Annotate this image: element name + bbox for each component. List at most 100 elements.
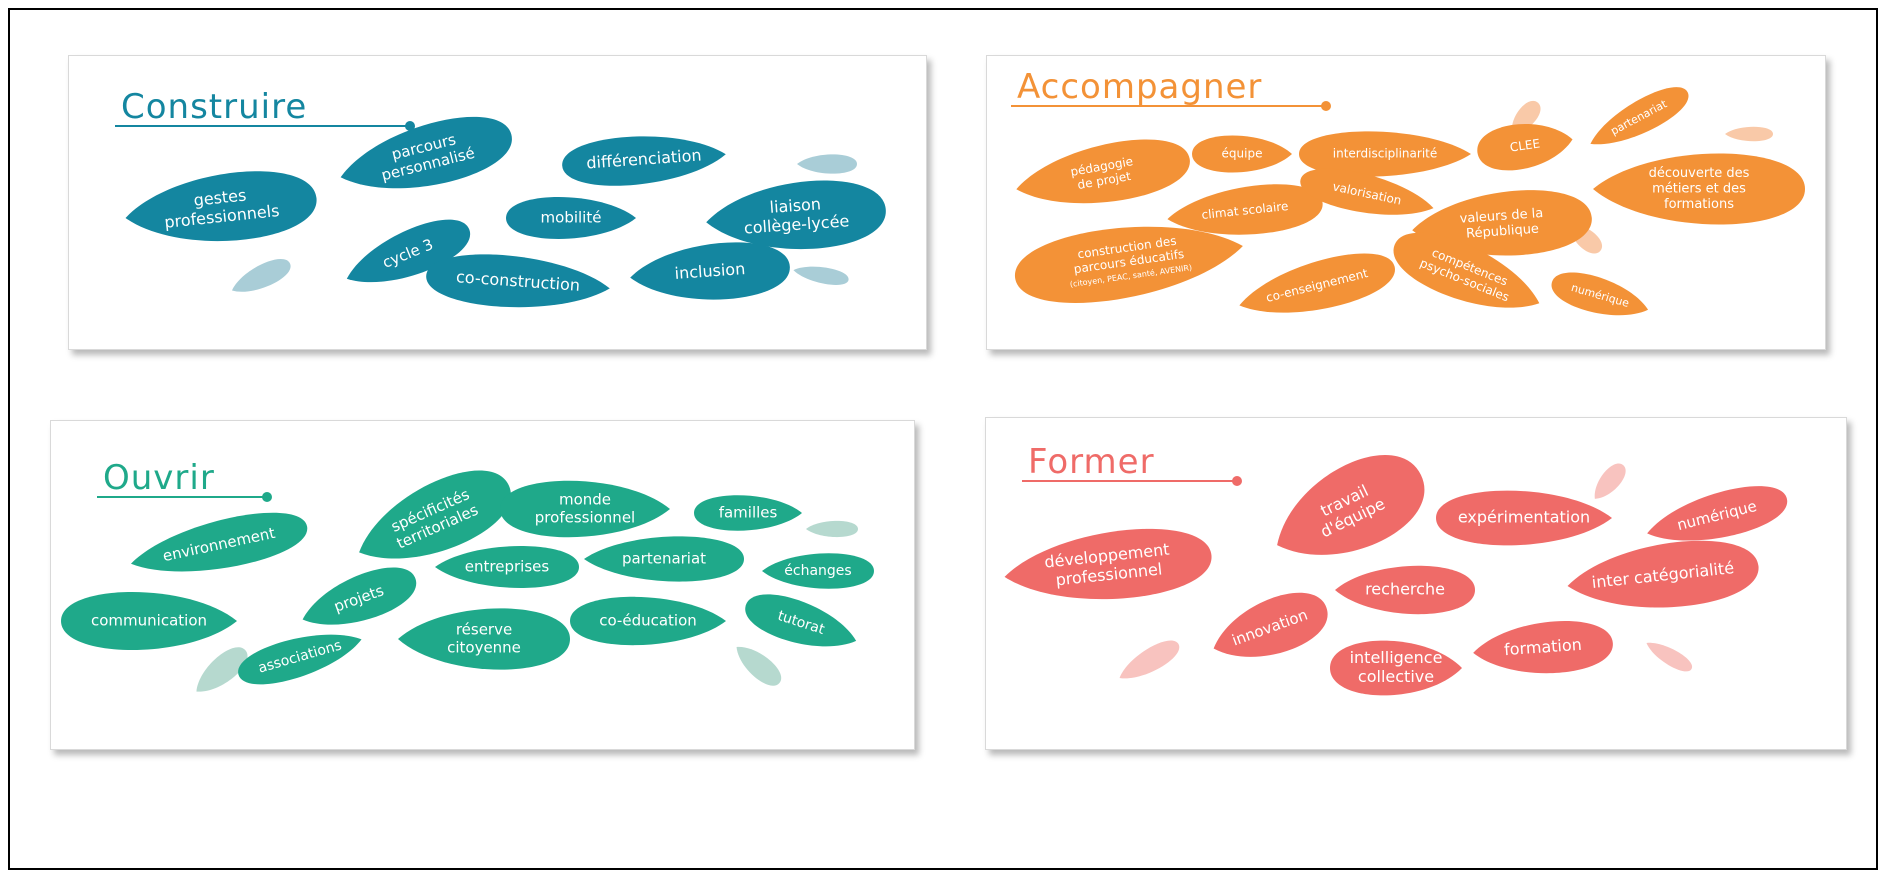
leaf-shape [1015,226,1243,303]
leaf-label: entreprises [465,558,550,576]
decorative-drop [196,647,248,692]
title-dot [405,121,415,131]
leaf-shape [346,219,471,283]
leaf-label: co-éducation [599,612,697,630]
decorative-drop [793,266,849,285]
leaf-shape [340,116,512,189]
title-dot [262,492,272,502]
leaf-shape [359,470,511,559]
leaf-shape [1412,190,1592,256]
leaf-clee: CLEE [1477,124,1573,171]
leaf-numerique: numérique [1551,272,1649,316]
leaf-shape [1647,486,1787,541]
leaf-shape [1213,592,1328,657]
leaf-shape [302,567,417,625]
leaf-partenariat: partenariat [584,536,744,582]
decorative-drop [806,520,858,538]
leaf-shape [1299,131,1471,177]
leaf-shape [694,495,802,531]
leaf-shape [584,536,744,582]
leaf-label: partenariat [622,550,706,568]
leaf-shape [1436,490,1612,546]
leaf-shape [1473,620,1613,674]
panel-graphic: Formerdéveloppementprofessionneltravaild… [1004,442,1787,696]
leaf-familles: familles [694,495,802,531]
leaf-entreprises: entreprises [435,546,579,588]
panel-title: Former [1028,442,1155,482]
leaf-inclusion: inclusion [630,242,790,300]
leaf-shape [130,512,308,572]
leaf-valorisation: valorisation [1300,168,1434,215]
leaf-shape [1593,153,1805,225]
leaf-label: échanges [784,563,851,579]
leaf-co-education: co-éducation [570,596,726,646]
leaf-shape [1590,87,1689,145]
leaf-label: formations [1664,197,1734,212]
leaf-shape [562,136,726,186]
leaf-shape [61,591,237,651]
decorative-drop [1646,642,1692,672]
leaf-shape [1330,640,1462,696]
leaf-shape [1300,168,1434,215]
leaf-recherche: recherche [1335,565,1475,615]
leaf-equipe: équipe [1192,135,1292,173]
leaf-label: valeurs de la [1459,206,1544,227]
leaf-label: découverte des [1649,166,1750,181]
leaf-communication: communication [61,591,237,651]
panel-title: Construire [121,87,307,127]
leaf-label: République [1466,222,1540,242]
leaf-shape [1016,139,1190,204]
leaf-label: équipe [1222,147,1263,161]
leaf-shape [706,180,886,250]
leaf-shape [238,634,362,685]
panel-graphic: Ouvrirenvironnementspécificitésterritori… [61,458,874,692]
decorative-drop [797,154,857,174]
leaf-shape [1277,455,1425,555]
leaf-co-construction: co-construction [426,254,610,308]
leaf-shape [500,480,670,538]
leaf-numerique: numérique [1647,486,1787,541]
page-frame [8,8,1878,870]
leaf-shape [1167,184,1323,235]
leaf-co-enseignement: co-enseignement [1239,253,1395,313]
leaf-partenariat: partenariat [1590,87,1689,145]
leaf-label: professionnel [535,508,635,526]
leaf-shape [1551,272,1649,316]
leaf-interdisciplinarite: interdisciplinarité [1299,131,1471,177]
title-dot [1232,476,1242,486]
leaf-label: intelligence [1350,648,1443,667]
leaf-shape [570,596,726,646]
decorative-drop [1725,126,1773,142]
leaf-shape [1004,528,1212,600]
decorative-drop [736,646,782,686]
leaf-label: communication [91,612,207,630]
leaf-cycle-3: cycle 3 [346,219,471,283]
leaf-shape [1477,124,1573,171]
leaf-label: CLEE [1509,136,1541,154]
leaf-tutorat: tutorat [745,594,857,647]
leaf-inter-categorialite: inter catégorialité [1567,540,1759,608]
title-dot [1321,101,1331,111]
leaf-shape [426,254,610,308]
leaf-label: mobilité [541,209,602,227]
leaf-projets: projets [302,567,417,625]
leaf-innovation: innovation [1213,592,1328,657]
